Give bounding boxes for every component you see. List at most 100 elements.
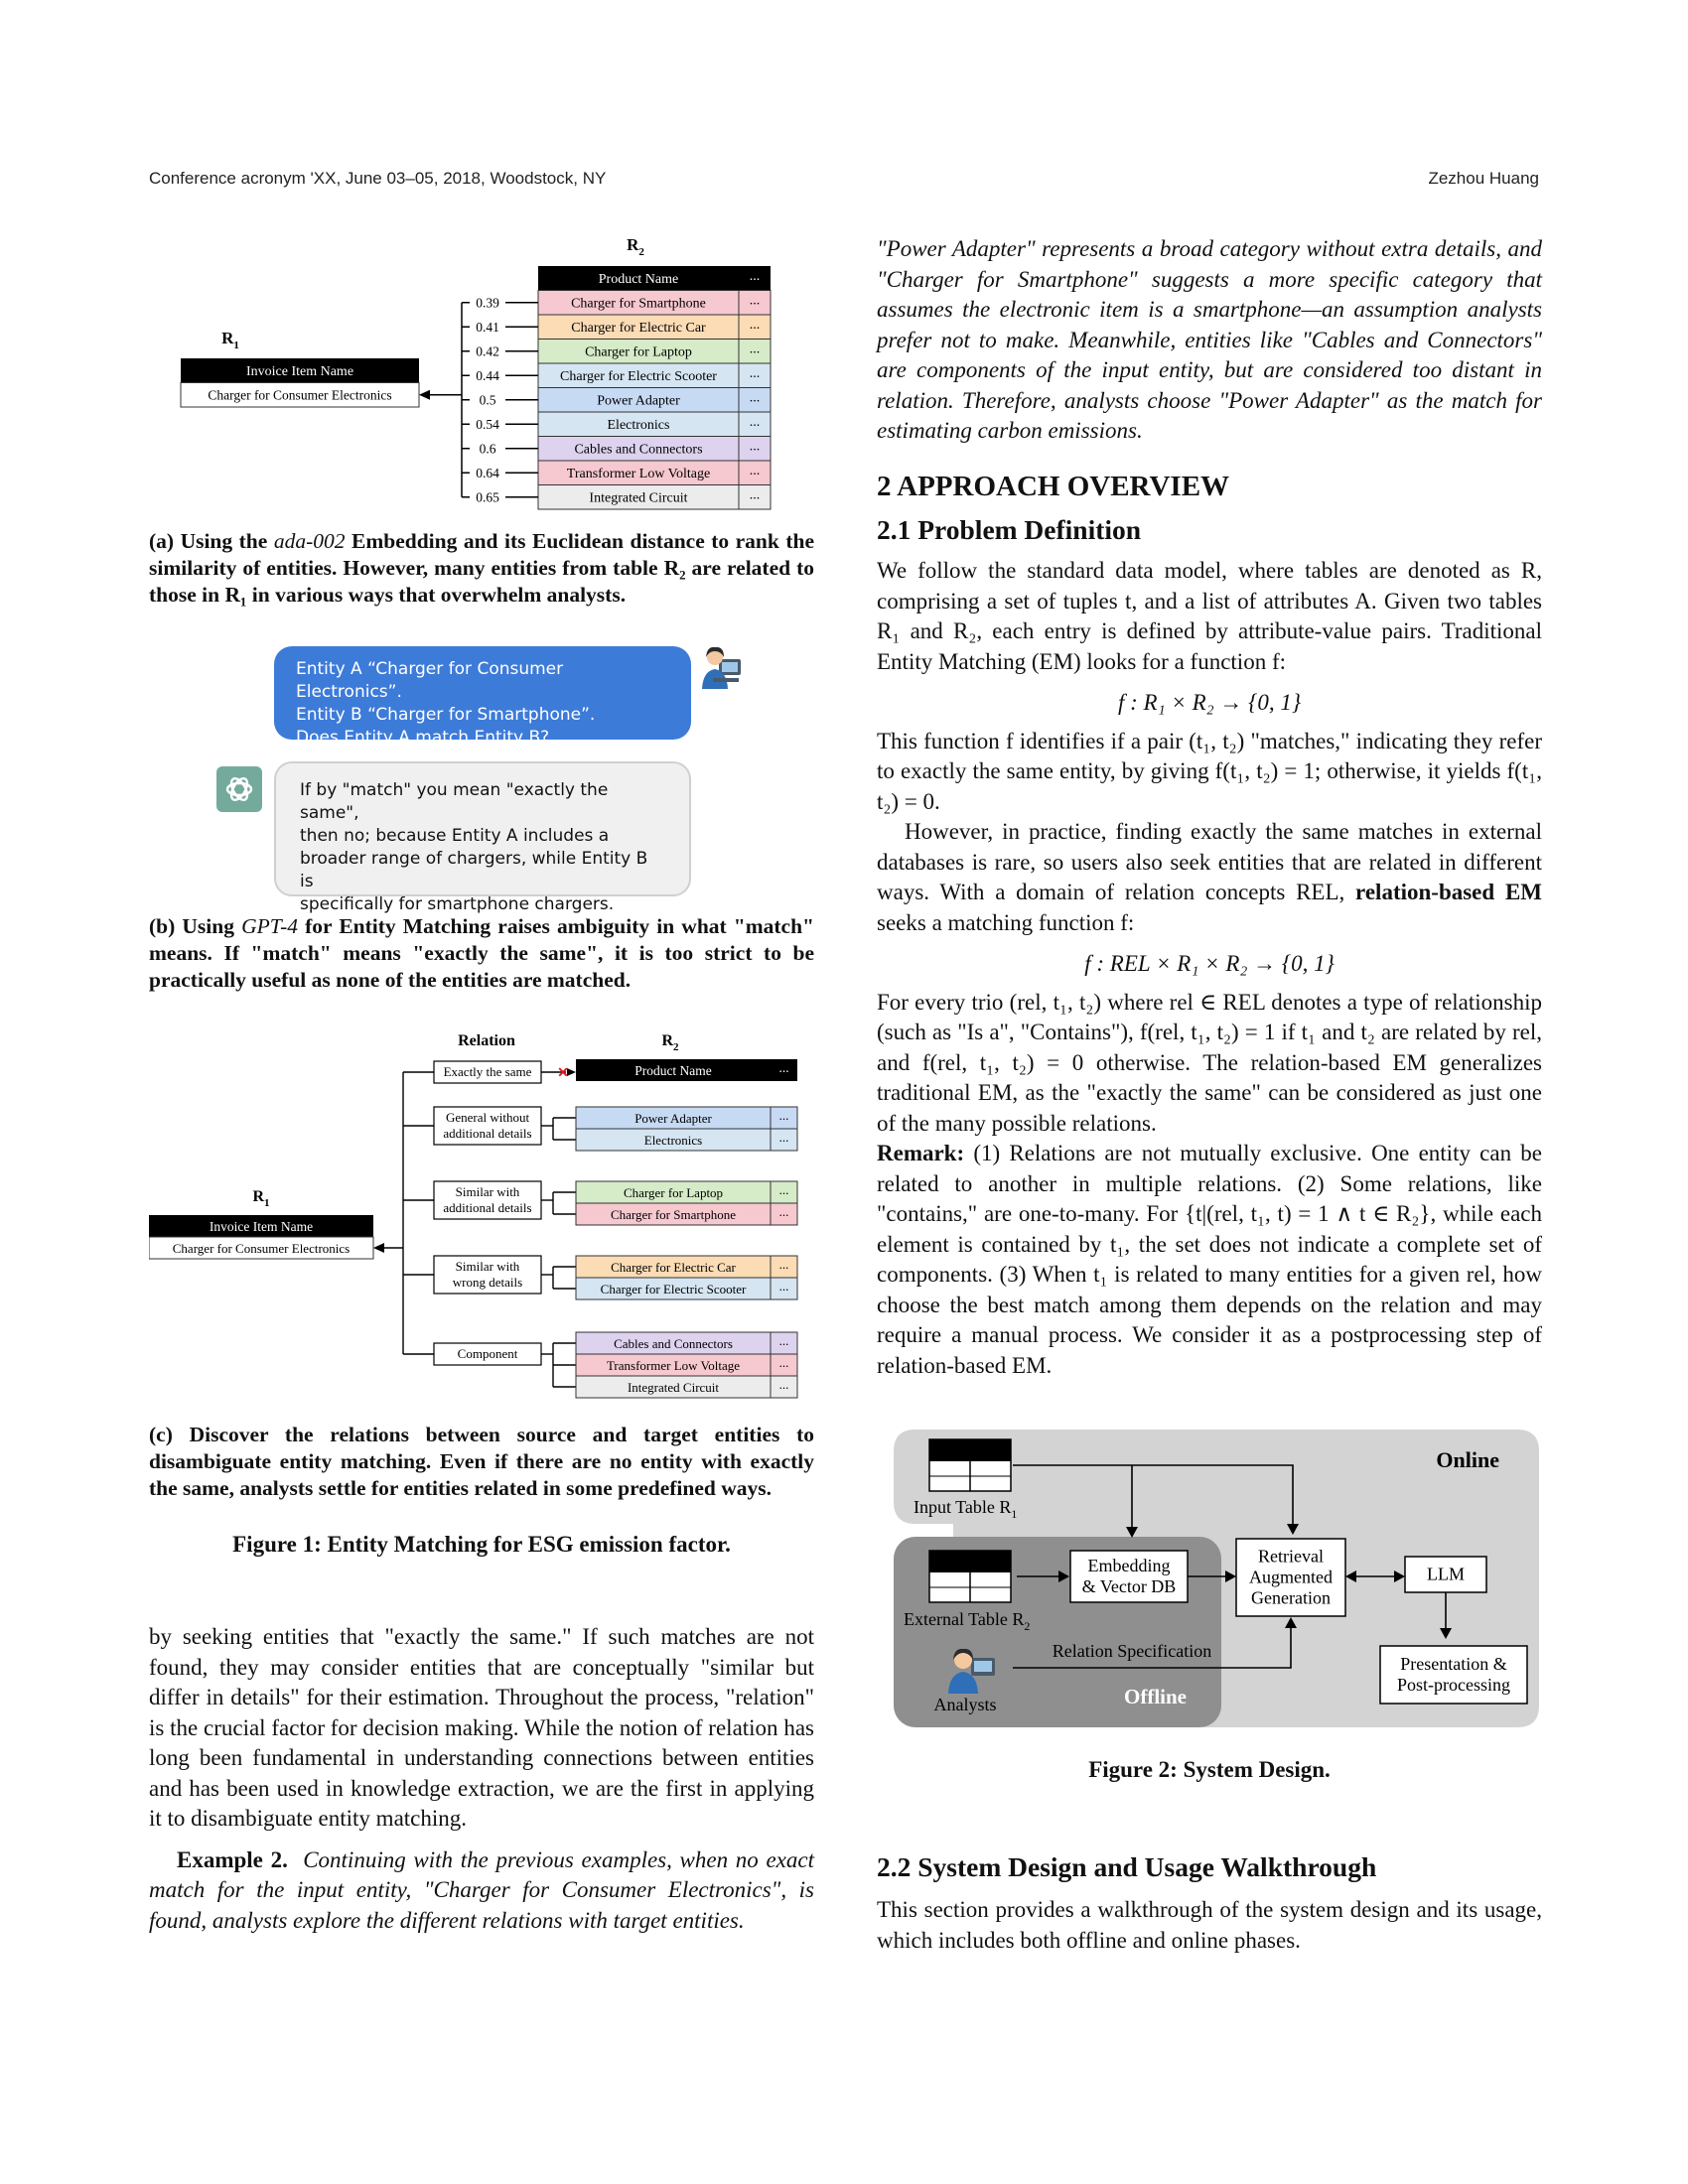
rag-box-label: Retrieval	[1258, 1547, 1324, 1567]
user-message-bubble: Entity A “Charger for Consumer Electroni…	[274, 646, 691, 748]
r2-row-cell	[537, 290, 740, 316]
r1-value-text: Charger for Consumer Electronics	[173, 1241, 350, 1256]
embedding-box	[1069, 1550, 1189, 1603]
r2-row-ellipsis: ...	[779, 1377, 789, 1392]
llm-box-label: LLM	[1427, 1565, 1465, 1584]
post-processing-box-label: Post-processing	[1397, 1675, 1510, 1695]
spec-to-rag-arrow-head	[1285, 1617, 1297, 1628]
paragraph: by seeking entities that "exactly the sa…	[149, 1624, 814, 1831]
r1-value-text: Charger for Consumer Electronics	[208, 388, 391, 403]
r1-value-cell	[180, 382, 420, 408]
rag-to-llm-arrow-head	[1394, 1570, 1405, 1582]
similarity-score: 0.65	[476, 490, 499, 505]
similarity-score: 0.39	[476, 296, 499, 311]
figure-1-title: Figure 1: Entity Matching for ESG emissi…	[232, 1532, 731, 1557]
figure-1a-caption: (a) Using the ada-002 Embedding and its …	[149, 529, 815, 607]
embedding-to-rag-arrow-head	[1225, 1570, 1236, 1582]
r2-row-name: Charger for Laptop	[624, 1185, 723, 1200]
r2-row-ellipsis-cell	[770, 1277, 798, 1300]
llm-to-rag-head	[1345, 1570, 1356, 1582]
r1-header-bg	[181, 358, 419, 383]
r2-row-ellipsis: ...	[779, 1108, 789, 1123]
paragraph: We follow the standard data model, where…	[877, 558, 1542, 674]
r2-row-ellipsis: ...	[750, 391, 761, 406]
r2-row-ellipsis: ...	[750, 318, 761, 333]
r2-row-ellipsis: ...	[750, 488, 761, 503]
similarity-score: 0.42	[476, 344, 499, 359]
paragraph: This function f identifies if a pair (t₁…	[877, 728, 1542, 814]
r2-row-name: Transformer Low Voltage	[607, 1358, 740, 1373]
relation-box	[433, 1255, 542, 1295]
llm-box	[1404, 1556, 1487, 1593]
relation-label: Similar with	[456, 1184, 520, 1199]
relation-label: Similar with	[456, 1259, 520, 1274]
r2-row-name: Electronics	[644, 1133, 702, 1148]
figure-1b-caption: (b) Using GPT-4 for Entity Matching rais…	[149, 914, 814, 992]
user-message-line: Entity A “Charger for Consumer Electroni…	[296, 659, 564, 702]
assistant-message-line: then no; because Entity A includes a	[300, 826, 610, 846]
user-message-line: Entity B “Charger for Smartphone”.	[296, 705, 596, 725]
r2-row-name: Cables and Connectors	[574, 443, 702, 458]
r2-row-cell	[537, 387, 740, 413]
relation-label: additional details	[443, 1126, 531, 1141]
r1-header-bg	[149, 1215, 373, 1237]
remark-paragraph: Remark: (1) Relations are not mutually e…	[877, 1141, 1542, 1378]
r2-header-ellipsis: ...	[778, 1060, 788, 1075]
r2-header-text: Product Name	[599, 272, 678, 287]
example-text: Continuing with the previous examples, w…	[149, 1846, 814, 1933]
r1-label: R1	[221, 329, 239, 351]
equation-2: f : REL × R₁ × R₂ → {0, 1}	[1084, 951, 1335, 976]
r2-label: R2	[661, 1032, 679, 1053]
r2-row-ellipsis-cell	[738, 484, 772, 510]
example-continuation: "Power Adapter" represents a broad categ…	[877, 236, 1542, 443]
equation-1: f : R₁ × R₂ → {0, 1}	[1117, 690, 1302, 715]
similarity-score: 0.5	[480, 393, 496, 408]
assistant-message-line: broader range of chargers, while Entity …	[300, 849, 648, 891]
section-2-2-heading: 2.2 System Design and Usage Walkthrough	[877, 1851, 1377, 1882]
relation-label: General without	[446, 1110, 530, 1125]
analysts-label: Analysts	[934, 1695, 997, 1714]
r2-row-ellipsis-cell	[770, 1202, 798, 1226]
r2-row-ellipsis: ...	[779, 1182, 789, 1197]
r1-header-text: Invoice Item Name	[210, 1219, 313, 1234]
relation-column-title: Relation	[458, 1032, 515, 1049]
r2-row-ellipsis: ...	[750, 415, 761, 430]
similarity-score: 0.54	[476, 417, 499, 432]
running-header-left: Conference acronym 'XX, June 03–05, 2018…	[149, 169, 607, 188]
left-column-text: by seeking entities that "exactly the sa…	[149, 1622, 814, 1936]
r2-row-name: Charger for Electric Car	[611, 1260, 736, 1275]
r2-row-ellipsis: ...	[750, 440, 761, 455]
r2-header-bg	[538, 266, 771, 291]
external-to-embedding-arrow-head	[1058, 1570, 1069, 1582]
llm-to-post-arrow-head	[1440, 1628, 1452, 1639]
embedding-box-label: Embedding	[1088, 1556, 1171, 1575]
r2-row-cell	[537, 460, 740, 485]
r1-arrowhead	[419, 389, 430, 400]
r2-row-ellipsis: ...	[750, 366, 761, 381]
r2-row-ellipsis: ...	[779, 1333, 789, 1348]
embedding-box-label: & Vector DB	[1082, 1576, 1177, 1596]
example-label: Example 2.	[177, 1846, 288, 1872]
rag-box-label: Generation	[1251, 1588, 1331, 1608]
user-message-line: Does Entity A match Entity B?	[296, 728, 550, 748]
r2-row-ellipsis-cell	[738, 436, 772, 462]
r2-row-ellipsis: ...	[779, 1355, 789, 1370]
similarity-score: 0.44	[476, 368, 499, 383]
r2-header-text: Product Name	[634, 1063, 712, 1078]
offline-label: Offline	[1124, 1685, 1187, 1708]
figure-1c-caption: (c) Discover the relations between sourc…	[149, 1423, 814, 1500]
running-header-right: Zezhou Huang	[1428, 169, 1539, 188]
r1-arrowhead	[373, 1243, 384, 1253]
r2-row-name: Integrated Circuit	[628, 1380, 719, 1395]
arrowhead	[567, 1068, 576, 1076]
similarity-score: 0.64	[476, 466, 499, 480]
figure-2-title: Figure 2: System Design.	[1088, 1757, 1331, 1782]
input-to-offline-arrow-head	[1126, 1527, 1138, 1538]
r2-row-ellipsis: ...	[779, 1257, 789, 1272]
section-2-1-heading: 2.1 Problem Definition	[877, 514, 1142, 545]
analyst-avatar-icon	[702, 646, 741, 689]
section-2-heading: 2 APPROACH OVERVIEW	[877, 471, 1230, 502]
r2-row-name: Transformer Low Voltage	[567, 467, 710, 481]
